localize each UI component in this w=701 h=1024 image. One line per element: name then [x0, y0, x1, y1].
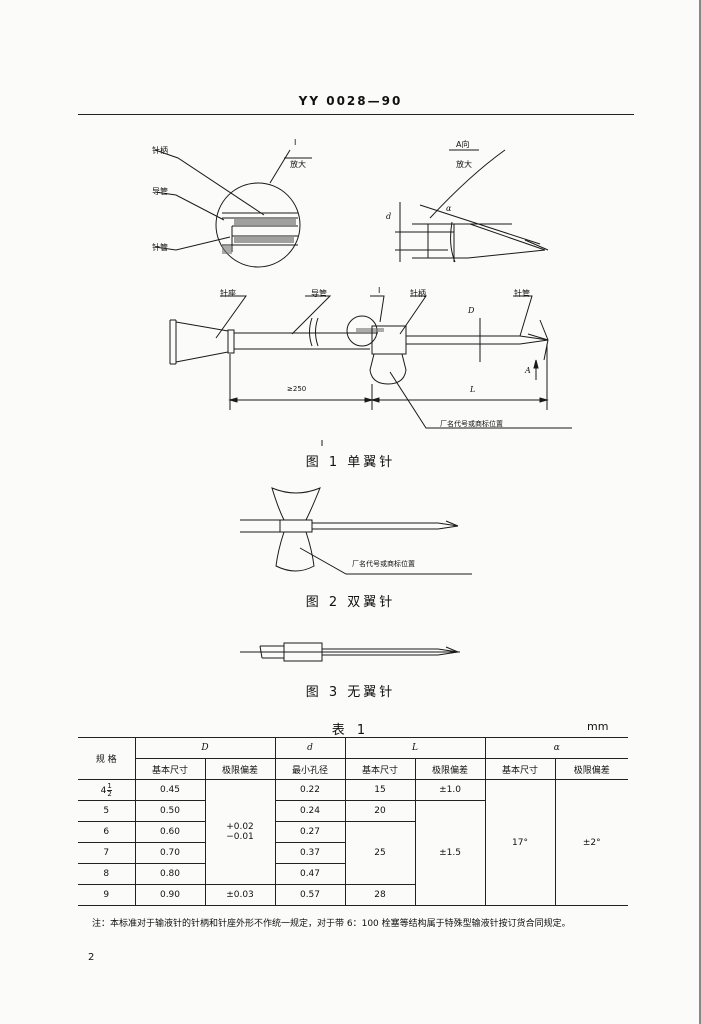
header-rule — [78, 114, 634, 115]
header-L-basic: 基本尺寸 — [344, 758, 416, 780]
dim-A-label: A — [525, 366, 531, 375]
header-alpha-limit: 极限偏差 — [554, 758, 629, 780]
D-tolerance-cell: +0.02 −0.01 — [204, 779, 276, 885]
label-needle-tube-main: 针管 — [514, 289, 530, 298]
header-spec: 规 格 — [78, 737, 136, 780]
label-needle-tube: 针管 — [152, 243, 168, 252]
table-row: 9 0.90 ±0.03 0.57 28 — [78, 884, 628, 906]
view-a-label: 放大 — [456, 160, 472, 169]
detail-i-label: 放大 — [290, 160, 306, 169]
d-min-bore-cell: 0.27 — [274, 821, 346, 843]
spec-cell: 5 — [78, 800, 136, 822]
L-tolerance-cell: ±1.0 — [414, 779, 486, 801]
detail-i-magnified — [216, 183, 300, 267]
table-1-title: 表 1 — [331, 723, 370, 738]
spec-cell: 9 — [78, 884, 136, 906]
d-min-bore-cell: 0.22 — [274, 779, 346, 801]
D-tolerance-cell: ±0.03 — [204, 884, 276, 906]
L-basic-cell: 28 — [344, 884, 415, 906]
header-L: L — [344, 737, 486, 759]
dim-d-label: d — [386, 212, 392, 221]
D-basic-cell: 0.50 — [134, 800, 206, 822]
view-a-needle-tip — [395, 150, 548, 262]
table-1: 规 格 D d L α 基本尺寸 极限偏差 最小孔径 基本尺寸 极限偏差 基本尺… — [78, 737, 629, 906]
header-alpha: α — [484, 737, 629, 759]
dim-D-label: D — [468, 306, 475, 315]
page-number: 2 — [88, 952, 95, 963]
header-d-min-bore: 最小孔径 — [274, 758, 346, 780]
L-basic-cell: 25 — [344, 821, 415, 885]
label-conduit: 导管 — [152, 187, 168, 196]
header-D-basic: 基本尺寸 — [135, 758, 206, 780]
label-needle-handle-main: 针柄 — [410, 289, 426, 298]
dim-250-label: ≥250 — [287, 385, 307, 393]
table-row: 6 0.60 0.27 25 — [78, 821, 628, 885]
L-basic-cell: 20 — [344, 800, 416, 822]
dim-alpha-label: α — [446, 204, 452, 213]
D-basic-cell: 0.90 — [134, 884, 206, 906]
header-D: D — [134, 737, 276, 759]
detail-i-id: I — [294, 138, 297, 147]
d-min-bore-cell: 0.37 — [274, 842, 345, 864]
header-d: d — [274, 737, 346, 759]
D-basic-cell: 0.70 — [134, 842, 206, 864]
figure-2-caption: 图 2 双翼针 — [305, 595, 396, 610]
figure-1-caption: 图 1 单翼针 — [305, 455, 396, 470]
figure-1-drawing — [0, 0, 701, 460]
alpha-tolerance-cell: ±2° — [554, 779, 629, 906]
label-maker-mark-fig2: 厂名代号或商标位置 — [352, 560, 415, 568]
spec-cell: 7 — [78, 842, 136, 864]
spec-cell: 6 — [78, 821, 136, 843]
label-detail-i-ref: I — [378, 286, 381, 295]
standard-number-header: YY 0028—90 — [298, 94, 403, 108]
dim-L-label: L — [470, 385, 476, 394]
label-conduit-main: 导管 — [311, 289, 327, 298]
D-basic-cell: 0.80 — [134, 863, 206, 885]
alpha-basic-cell: 17° — [484, 779, 556, 906]
scan-edge-line — [699, 0, 701, 1024]
header-L-limit: 极限偏差 — [414, 758, 486, 780]
view-a-id: A向 — [456, 140, 470, 149]
table-row: 7 0.70 0.37 — [78, 842, 628, 864]
table-unit: mm — [587, 720, 609, 733]
header-alpha-basic: 基本尺寸 — [484, 758, 556, 780]
d-min-bore-cell: 0.57 — [274, 884, 346, 906]
d-min-bore-cell: 0.24 — [274, 800, 346, 822]
d-min-bore-cell: 0.47 — [274, 863, 345, 885]
label-maker-mark-fig1: 厂名代号或商标位置 — [440, 420, 503, 428]
L-tolerance-cell: ±1.5 — [414, 800, 486, 906]
D-basic-cell: 0.60 — [134, 821, 206, 843]
single-wing-needle-assembly — [170, 316, 548, 384]
D-basic-cell: 0.45 — [134, 779, 206, 801]
figure-3-drawing — [0, 0, 701, 700]
L-basic-cell: 15 — [344, 779, 416, 801]
spec-cell: 8 — [78, 863, 136, 885]
figure-2-drawing — [0, 0, 701, 600]
figure-3-caption: 图 3 无翼针 — [305, 685, 396, 700]
label-needle-handle: 针柄 — [152, 146, 168, 155]
header-D-limit: 极限偏差 — [204, 758, 276, 780]
table-note: 注：本标准对于输液针的针柄和针座外形不作统一规定，对于带 6：100 栓塞等结构… — [92, 919, 571, 929]
label-needle-seat: 针座 — [220, 289, 236, 298]
